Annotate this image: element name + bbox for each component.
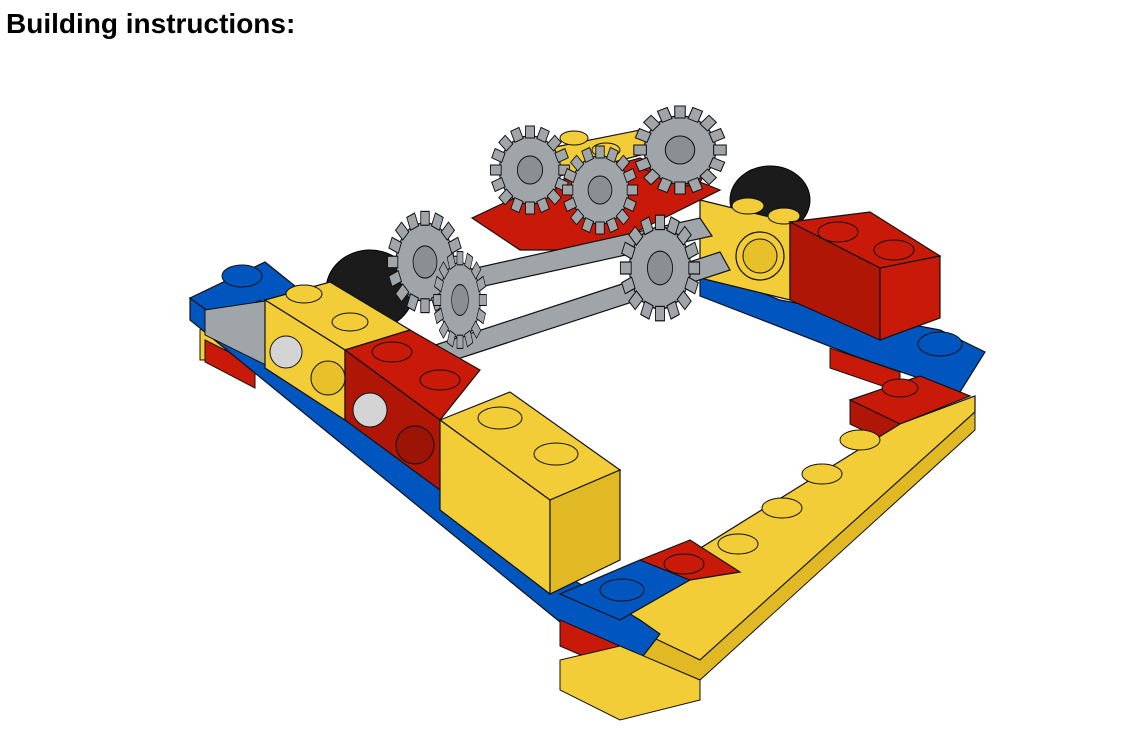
left-yellow-technic-brick (263, 281, 412, 422)
front-corner-plates (558, 539, 742, 721)
left-red-technic-brick (343, 329, 481, 492)
gear-front-middle (619, 214, 701, 322)
right-red-brick (787, 211, 942, 341)
gear-back-2 (633, 105, 727, 195)
gear-back-1 (489, 125, 571, 215)
gear-front-left-2 (432, 250, 488, 350)
gear-back-3 (561, 145, 639, 235)
right-yellow-technic-brick (699, 197, 801, 301)
right-yellow-plate (619, 395, 976, 681)
page-title: Building instructions: (6, 8, 296, 39)
front-yellow-brick (438, 391, 622, 596)
